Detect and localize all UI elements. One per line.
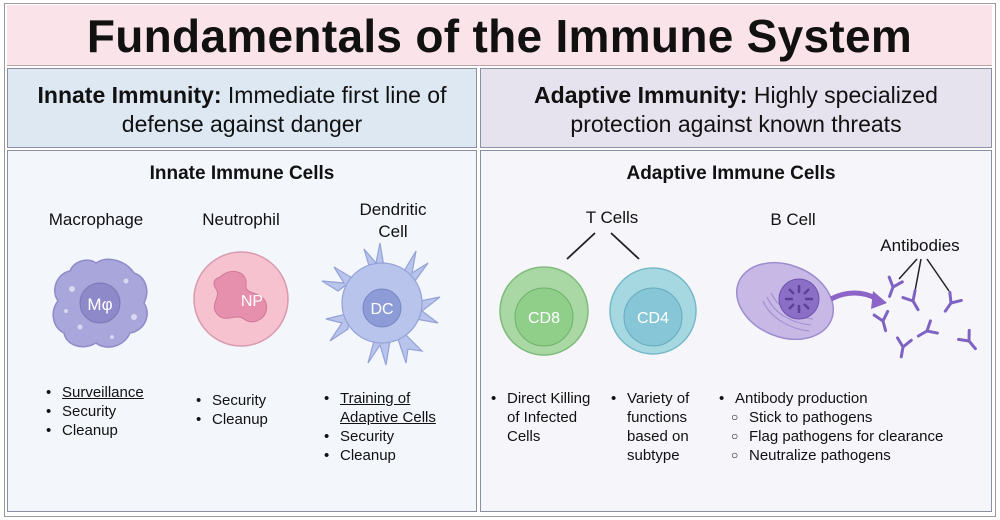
dendritic-cell-icon <box>321 242 441 366</box>
innate-section-title: Innate Immune Cells <box>149 163 335 184</box>
macrophage-label: Macrophage <box>48 210 144 229</box>
list-item: Direct Killing of Infected Cells <box>489 389 590 446</box>
t-cell-branch-line <box>566 232 596 260</box>
cd4-abbr: CD4 <box>637 310 669 327</box>
macrophage-functions: Surveillance Security Cleanup <box>44 383 144 440</box>
list-item: Antibody production <box>717 389 943 408</box>
b-cell-icon <box>735 261 835 341</box>
dendritic-functions: Training of Adaptive Cells Security Clea… <box>322 389 436 465</box>
list-item: Cleanup <box>194 410 268 429</box>
list-subitem: Stick to pathogens <box>717 408 943 427</box>
macrophage-icon <box>52 258 148 348</box>
neutrophil-label: Neutrophil <box>202 210 280 229</box>
dendritic-label-line2: Cell <box>378 222 408 241</box>
list-item: Surveillance <box>44 383 144 402</box>
adaptive-heading-bold: Adaptive Immunity: <box>534 82 748 108</box>
list-item: Cleanup <box>322 446 436 465</box>
adaptive-heading-line1: Highly specialized <box>753 82 938 108</box>
cd4-t-cell-icon <box>609 267 697 355</box>
dendritic-label-line1: Dendritic <box>359 200 427 219</box>
t-cell-branch-line <box>610 232 640 260</box>
t-cells-label: T Cells <box>585 208 639 227</box>
b-cell-label: B Cell <box>770 210 816 229</box>
cd4-functions: Variety of functions based on subtype <box>609 389 689 465</box>
innate-cells-illustration: Mφ NP DC <box>52 242 441 366</box>
adaptive-cells-illustration: CD8 CD4 <box>499 232 977 359</box>
innate-heading-line2: defense against danger <box>121 111 363 137</box>
list-subitem: Flag pathogens for clearance <box>717 427 943 446</box>
innate-heading-line1: Immediate first line of <box>227 82 447 108</box>
macrophage-abbr: Mφ <box>87 295 112 314</box>
list-item: Security <box>322 427 436 446</box>
neutrophil-icon <box>193 251 289 347</box>
b-cell-functions: Antibody production Stick to pathogens F… <box>717 389 943 465</box>
neutrophil-abbr: NP <box>241 293 263 310</box>
arrow-icon <box>829 290 879 302</box>
antibodies-label: Antibodies <box>880 236 960 255</box>
list-item: Security <box>44 402 144 421</box>
cd8-abbr: CD8 <box>528 310 560 327</box>
antibody-icons <box>872 275 977 359</box>
arrowhead-icon <box>871 291 887 309</box>
adaptive-header: Adaptive Immunity: Highly specialized pr… <box>480 68 992 148</box>
list-item: Variety of functions based on subtype <box>609 389 689 465</box>
list-item: Security <box>194 391 268 410</box>
neutrophil-functions: Security Cleanup <box>194 391 268 429</box>
list-subitem: Neutralize pathogens <box>717 446 943 465</box>
page-title: Fundamentals of the Immune System <box>86 10 913 62</box>
title-bar: Fundamentals of the Immune System <box>7 5 992 66</box>
adaptive-section-title: Adaptive Immune Cells <box>626 163 836 184</box>
list-item: Cleanup <box>44 421 144 440</box>
cd8-t-cell-icon <box>499 266 589 356</box>
innate-header: Innate Immunity: Immediate first line of… <box>7 68 477 148</box>
adaptive-cells-panel: Adaptive Immune Cells T Cells B Cell Ant… <box>480 150 992 512</box>
innate-heading-bold: Innate Immunity: <box>37 82 222 108</box>
cd8-functions: Direct Killing of Infected Cells <box>489 389 590 446</box>
adaptive-heading-line2: protection against known threats <box>570 111 902 137</box>
list-item: Training of Adaptive Cells <box>322 389 436 427</box>
dendritic-abbr: DC <box>370 301 393 318</box>
innate-cells-panel: Innate Immune Cells Macrophage Neutrophi… <box>7 150 477 512</box>
